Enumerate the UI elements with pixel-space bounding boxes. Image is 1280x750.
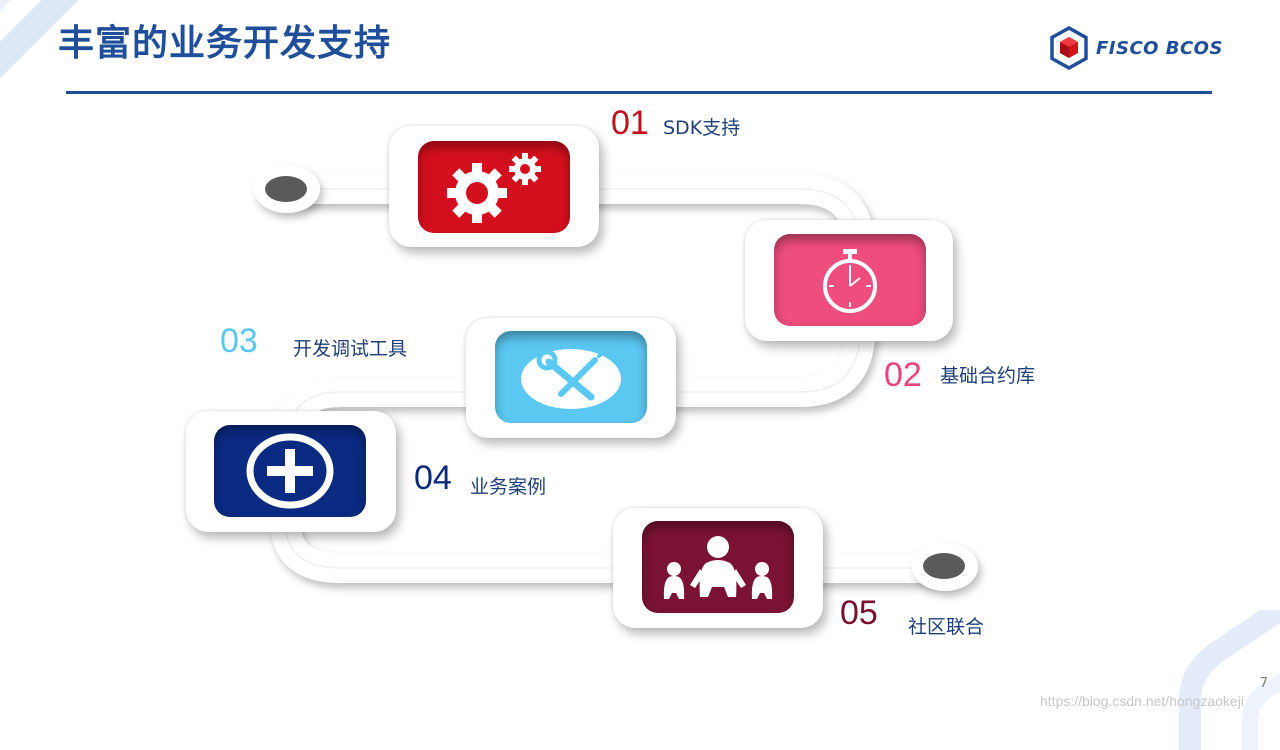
logo-text: FISCO BCOS [1096,37,1223,59]
step-2-label: 基础合约库 [940,365,1036,387]
start-endpoint [265,176,307,202]
step-4-tile[interactable] [214,425,366,517]
step-4-label: 业务案例 [470,476,547,498]
step-1-number: 01 [611,104,649,142]
plus-circle-icon [246,433,334,509]
step-1-tile[interactable] [418,141,570,233]
step-5-label: 社区联合 [908,616,985,638]
hexagon-cube-icon [1050,26,1088,70]
people-icon [663,536,773,599]
page-number: 7 [1259,676,1268,691]
step-4-number: 04 [414,459,452,497]
corner-decoration-top-left [0,0,79,79]
step-2-tile[interactable] [774,234,926,326]
page-title: 丰富的业务开发支持 [58,23,392,64]
step-5-tile[interactable] [642,521,794,613]
fisco-bcos-logo: FISCO BCOS [1050,26,1223,70]
step-5-number: 05 [840,594,878,632]
tools-icon [521,348,621,409]
step-2-number: 02 [884,356,922,394]
step-1-label: SDK支持 [663,117,741,139]
gears-icon [447,153,541,223]
stopwatch-icon [823,249,877,313]
step-3-tile[interactable] [495,331,647,423]
step-3-label: 开发调试工具 [293,338,408,360]
header-divider [66,91,1212,94]
watermark: https://blog.csdn.net/hongzaokeji [1040,693,1244,709]
step-3-number: 03 [220,322,258,360]
end-endpoint [923,553,965,579]
roadmap-path [254,165,978,591]
